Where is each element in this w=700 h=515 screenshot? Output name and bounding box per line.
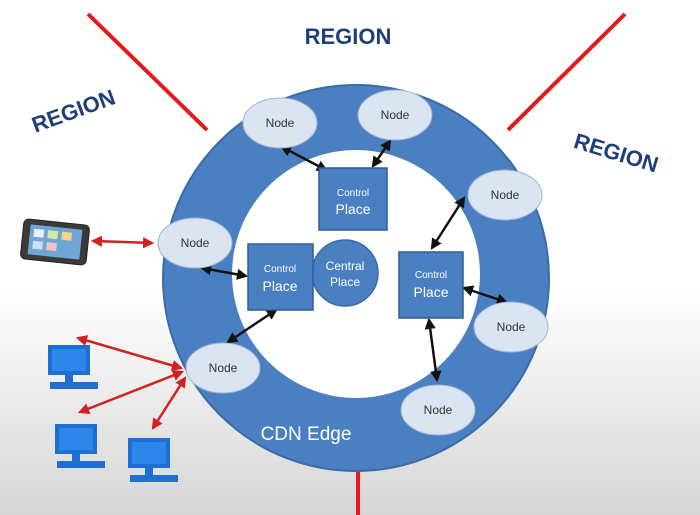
node-right-upper: Node [467,169,543,221]
arrow-control-right-node7 [424,317,442,383]
node-right-lower: Node [473,301,549,353]
node-top-right-label: Node [381,108,410,122]
control-place-top-line2: Place [335,201,370,217]
region-label-top: REGION [305,24,392,49]
control-place-left: Control Place [247,243,314,311]
node-bottom-left-label: Node [209,361,238,375]
control-place-top-line1: Control [337,188,369,199]
node-top-right: Node [357,89,433,141]
central-place-label-line1: Central [326,259,365,273]
node-top-left: Node [242,97,318,149]
desktop-computer-icon [128,438,178,482]
control-place-top: Control Place [318,167,388,231]
region-label-right: REGION [571,128,661,177]
region-label-left: REGION [28,84,118,137]
arrow-node4-control-left [199,264,249,280]
node-left-label: Node [181,236,210,250]
node-left: Node [157,217,233,269]
arrow-node1-control-top [280,145,328,172]
arrow-tablet-node [90,235,155,249]
node-right-lower-label: Node [497,320,526,334]
arrow-computer1-node [75,335,184,371]
arrow-node3-control-right [430,196,466,250]
control-place-right: Control Place [398,251,464,319]
control-place-left-line1: Control [264,264,296,275]
desktop-computer-icon [48,345,98,389]
cdn-edge-label: CDN Edge [261,424,352,445]
region-divider-right [506,12,627,132]
central-place [311,239,379,307]
control-place-left-line2: Place [262,278,297,294]
node-right-upper-label: Node [491,188,520,202]
node-bottom-left: Node [185,342,261,394]
desktop-computer-icon [55,424,105,468]
node-bottom: Node [400,384,476,436]
control-place-right-line2: Place [413,284,448,300]
control-place-right-line1: Control [415,270,447,281]
tablet-icon [20,218,90,266]
arrow-node6-control-left [226,308,278,344]
arrow-computer3-node [151,376,187,430]
region-divider-left [86,12,209,132]
arrow-node2-control-top [371,139,392,168]
node-bottom-label: Node [424,403,453,417]
arrow-control-right-node5 [461,285,509,305]
node-top-left-label: Node [266,116,295,130]
central-place-label-line2: Place [330,275,360,289]
